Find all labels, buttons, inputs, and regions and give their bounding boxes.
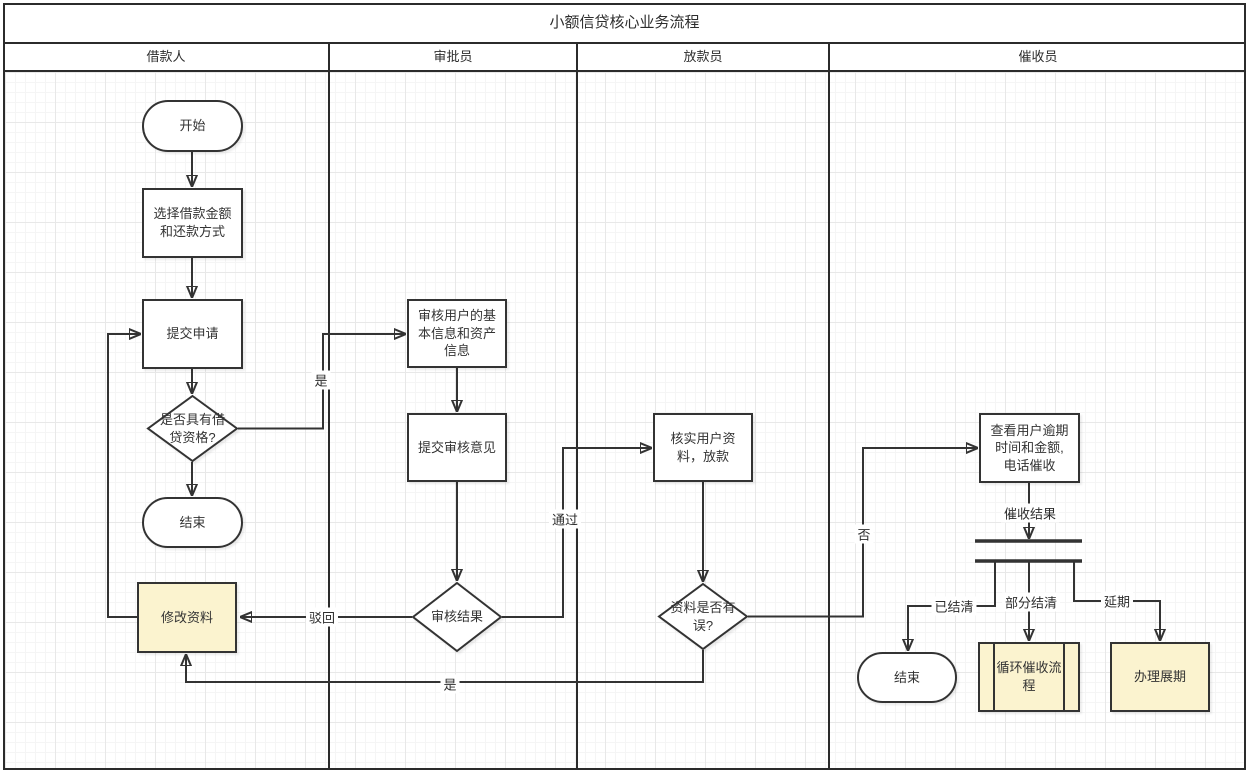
diamond-shape xyxy=(146,394,239,463)
node-end-borrower: 结束 xyxy=(142,497,243,548)
lane-header-divider xyxy=(3,70,1246,72)
lane-divider-2 xyxy=(576,42,578,768)
node-verify-disburse: 核实用户资 料，放款 xyxy=(653,413,753,482)
edge-label-yes-1: 是 xyxy=(311,370,331,390)
node-submit-application: 提交申请 xyxy=(142,299,243,369)
lane-header-disburser: 放款员 xyxy=(683,49,723,64)
node-handle-extension: 办理展期 xyxy=(1110,642,1210,712)
edge-modify-submit-loop xyxy=(107,334,140,618)
node-modify-info: 修改资料 xyxy=(137,582,237,653)
node-review-info: 审核用户的基 本信息和资产 信息 xyxy=(407,299,507,368)
diagram-frame xyxy=(3,3,1246,770)
diamond-shape xyxy=(657,582,749,651)
edge-result-verify-pass xyxy=(502,448,651,618)
diamond-shape xyxy=(411,581,503,653)
node-end-collector: 结束 xyxy=(857,652,957,703)
node-start: 开始 xyxy=(142,100,243,152)
edge-label-deferred: 延期 xyxy=(1100,591,1134,611)
edge-label-no: 否 xyxy=(854,524,874,544)
lane-header-borrower: 借款人 xyxy=(146,49,186,64)
edge-label-pass: 通过 xyxy=(548,509,582,529)
node-qualify-decision: 是否具有借 贷资格? xyxy=(146,394,239,463)
diagram-title: 小额信贷核心业务流程 xyxy=(549,14,700,31)
edge-label-settled: 已结清 xyxy=(931,596,977,616)
lane-header-collector: 催收员 xyxy=(1018,49,1058,64)
lane-header-approver: 审批员 xyxy=(433,49,473,64)
edge-label-reject: 驳回 xyxy=(305,607,339,627)
node-recurring-collection: 循环催收流 程 xyxy=(978,642,1080,712)
lane-divider-3 xyxy=(828,42,830,768)
lane-divider-1 xyxy=(328,42,330,768)
node-info-error-decision: 资料是否有 误? xyxy=(657,582,749,651)
edge-label-collect-result: 催收结果 xyxy=(1000,503,1060,523)
edge-label-partial: 部分结清 xyxy=(1001,592,1061,612)
node-submit-opinion: 提交审核意见 xyxy=(407,413,507,482)
title-divider xyxy=(3,42,1246,44)
node-check-overdue: 查看用户逾期 时间和金额, 电话催收 xyxy=(979,413,1080,483)
node-choose-amount: 选择借款金额 和还款方式 xyxy=(142,188,243,258)
edge-label-yes-2: 是 xyxy=(440,674,460,694)
node-review-result-decision: 审核结果 xyxy=(411,581,503,653)
